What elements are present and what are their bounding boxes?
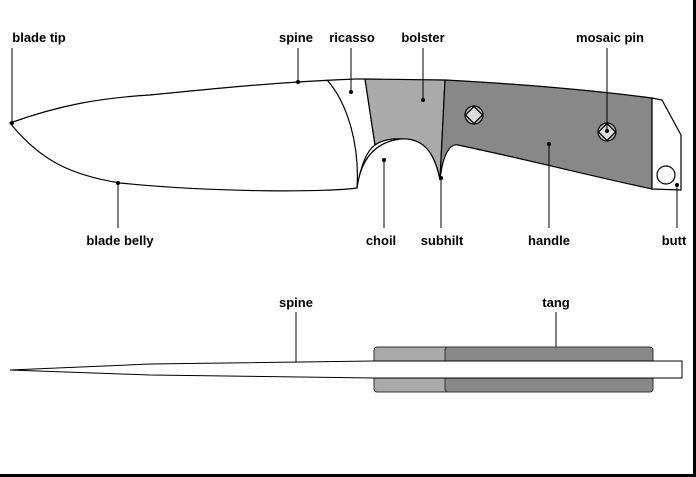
label-bolster: bolster bbox=[401, 30, 445, 45]
ricasso-line bbox=[326, 79, 358, 189]
label-butt: butt bbox=[661, 233, 687, 248]
label-top-spine: spine bbox=[279, 295, 313, 310]
choil bbox=[357, 138, 440, 189]
mosaic-pin bbox=[464, 105, 484, 125]
handle bbox=[439, 79, 653, 190]
label-spine: spine bbox=[279, 30, 313, 45]
blade bbox=[9, 78, 376, 192]
label-mosaic-pin: mosaic pin bbox=[576, 30, 644, 45]
choil-curve bbox=[356, 138, 441, 189]
label-subhilt: subhilt bbox=[420, 233, 464, 248]
label-tang: tang bbox=[542, 295, 570, 310]
label-handle: handle bbox=[528, 233, 570, 248]
lanyard-hole bbox=[656, 165, 676, 185]
label-ricasso: ricasso bbox=[329, 30, 375, 45]
label-choil: choil bbox=[365, 233, 397, 248]
butt bbox=[651, 97, 682, 191]
label-blade-tip: blade tip bbox=[12, 30, 66, 45]
label-blade-belly: blade belly bbox=[86, 233, 154, 248]
knife-side-view bbox=[9, 78, 682, 192]
knife-top-view bbox=[9, 346, 683, 393]
blade-profile bbox=[9, 360, 683, 379]
